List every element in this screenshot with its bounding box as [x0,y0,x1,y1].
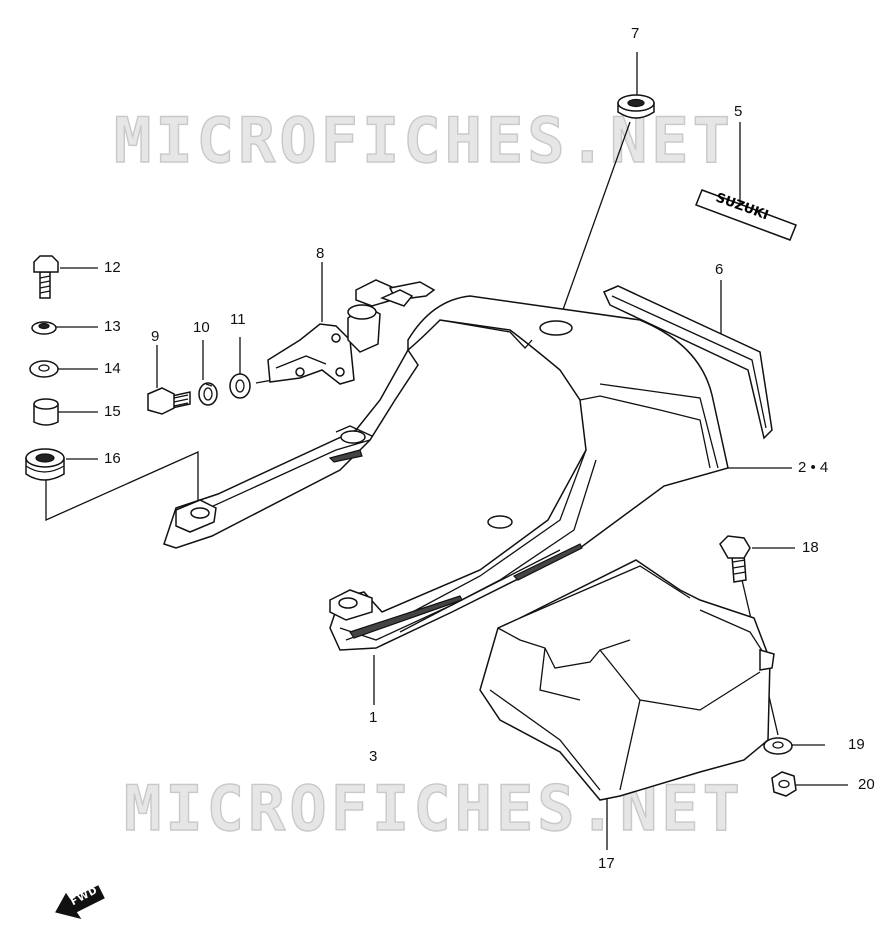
washer-part-14 [29,360,59,378]
bolt-part-12 [33,255,59,299]
washer-part-11 [229,373,251,399]
tail-cover-part-17 [479,559,775,801]
callout-19: 19 [848,736,865,753]
callout-1: 1 [369,709,378,726]
callout-3: 3 [369,748,378,765]
cushion-part-16 [25,448,65,481]
callout-10: 10 [193,319,210,336]
callout-16: 16 [104,450,121,467]
rail-trim-part-6 [602,285,773,440]
bolt-part-18 [719,535,751,583]
spring-washer-part-10 [198,382,218,406]
callout-20: 20 [858,776,875,793]
spacer-part-15 [33,398,59,426]
grommet-part-7 [617,94,655,119]
nut-part-13 [31,321,57,335]
callout-11: 11 [230,311,246,328]
emblem-part-5: SUZUKI [695,189,797,241]
callout-17: 17 [598,855,615,872]
leader-lines [45,52,848,850]
callout-2-4: 2 • 4 [798,459,829,476]
nut-part-20 [771,771,797,797]
callout-18: 18 [802,539,819,556]
callout-15: 15 [104,403,121,420]
forward-arrow-icon [55,885,105,919]
callout-6: 6 [715,261,724,278]
callout-5: 5 [734,103,743,120]
callout-12: 12 [104,259,121,276]
bolt-part-9 [147,387,191,415]
seat-lock-part-8 [267,279,436,385]
washer-part-19 [763,737,793,755]
rear-carrier-frame [163,295,729,651]
callout-8: 8 [316,245,325,262]
callout-7: 7 [631,25,640,42]
callout-14: 14 [104,360,121,377]
callout-9: 9 [151,328,160,345]
callout-13: 13 [104,318,121,335]
